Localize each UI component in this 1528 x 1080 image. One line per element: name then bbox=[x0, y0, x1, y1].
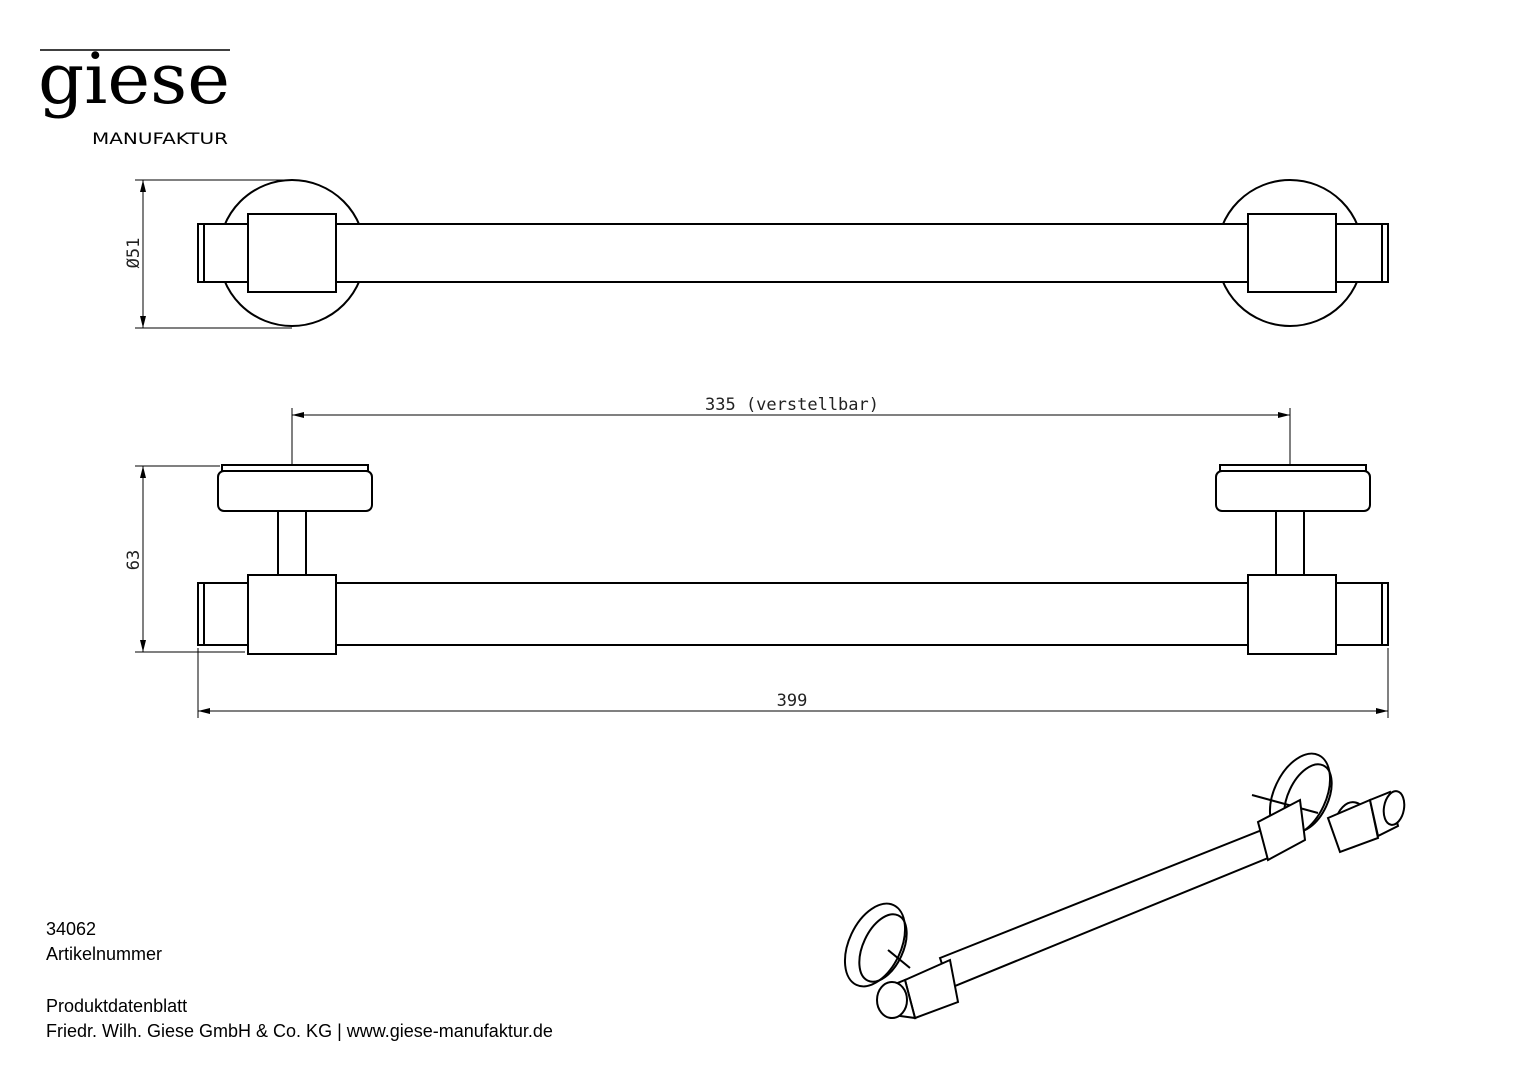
spacing-label: 335 (verstellbar) bbox=[705, 395, 879, 415]
article-number-label: Artikelnummer bbox=[46, 944, 163, 964]
logo-tagline: MANUFAKTUR bbox=[92, 129, 228, 148]
logo: giese MANUFAKTUR bbox=[38, 38, 230, 148]
dimension-diameter: Ø51 bbox=[124, 179, 292, 329]
isometric-view bbox=[843, 752, 1406, 1020]
sheet-title: Produktdatenblatt bbox=[46, 996, 188, 1016]
dimension-spacing: 335 (verstellbar) bbox=[291, 395, 1291, 464]
diameter-label: Ø51 bbox=[124, 238, 144, 269]
height-label: 63 bbox=[124, 550, 144, 570]
company-line: Friedr. Wilh. Giese GmbH & Co. KG | www.… bbox=[46, 1021, 553, 1041]
length-label: 399 bbox=[777, 691, 808, 711]
dimension-length: 399 bbox=[197, 648, 1389, 718]
article-number: 34062 bbox=[46, 919, 97, 939]
side-view bbox=[197, 464, 1389, 655]
top-view bbox=[197, 179, 1389, 327]
dimension-height: 63 bbox=[124, 465, 245, 653]
logo-brand: giese bbox=[38, 38, 230, 120]
